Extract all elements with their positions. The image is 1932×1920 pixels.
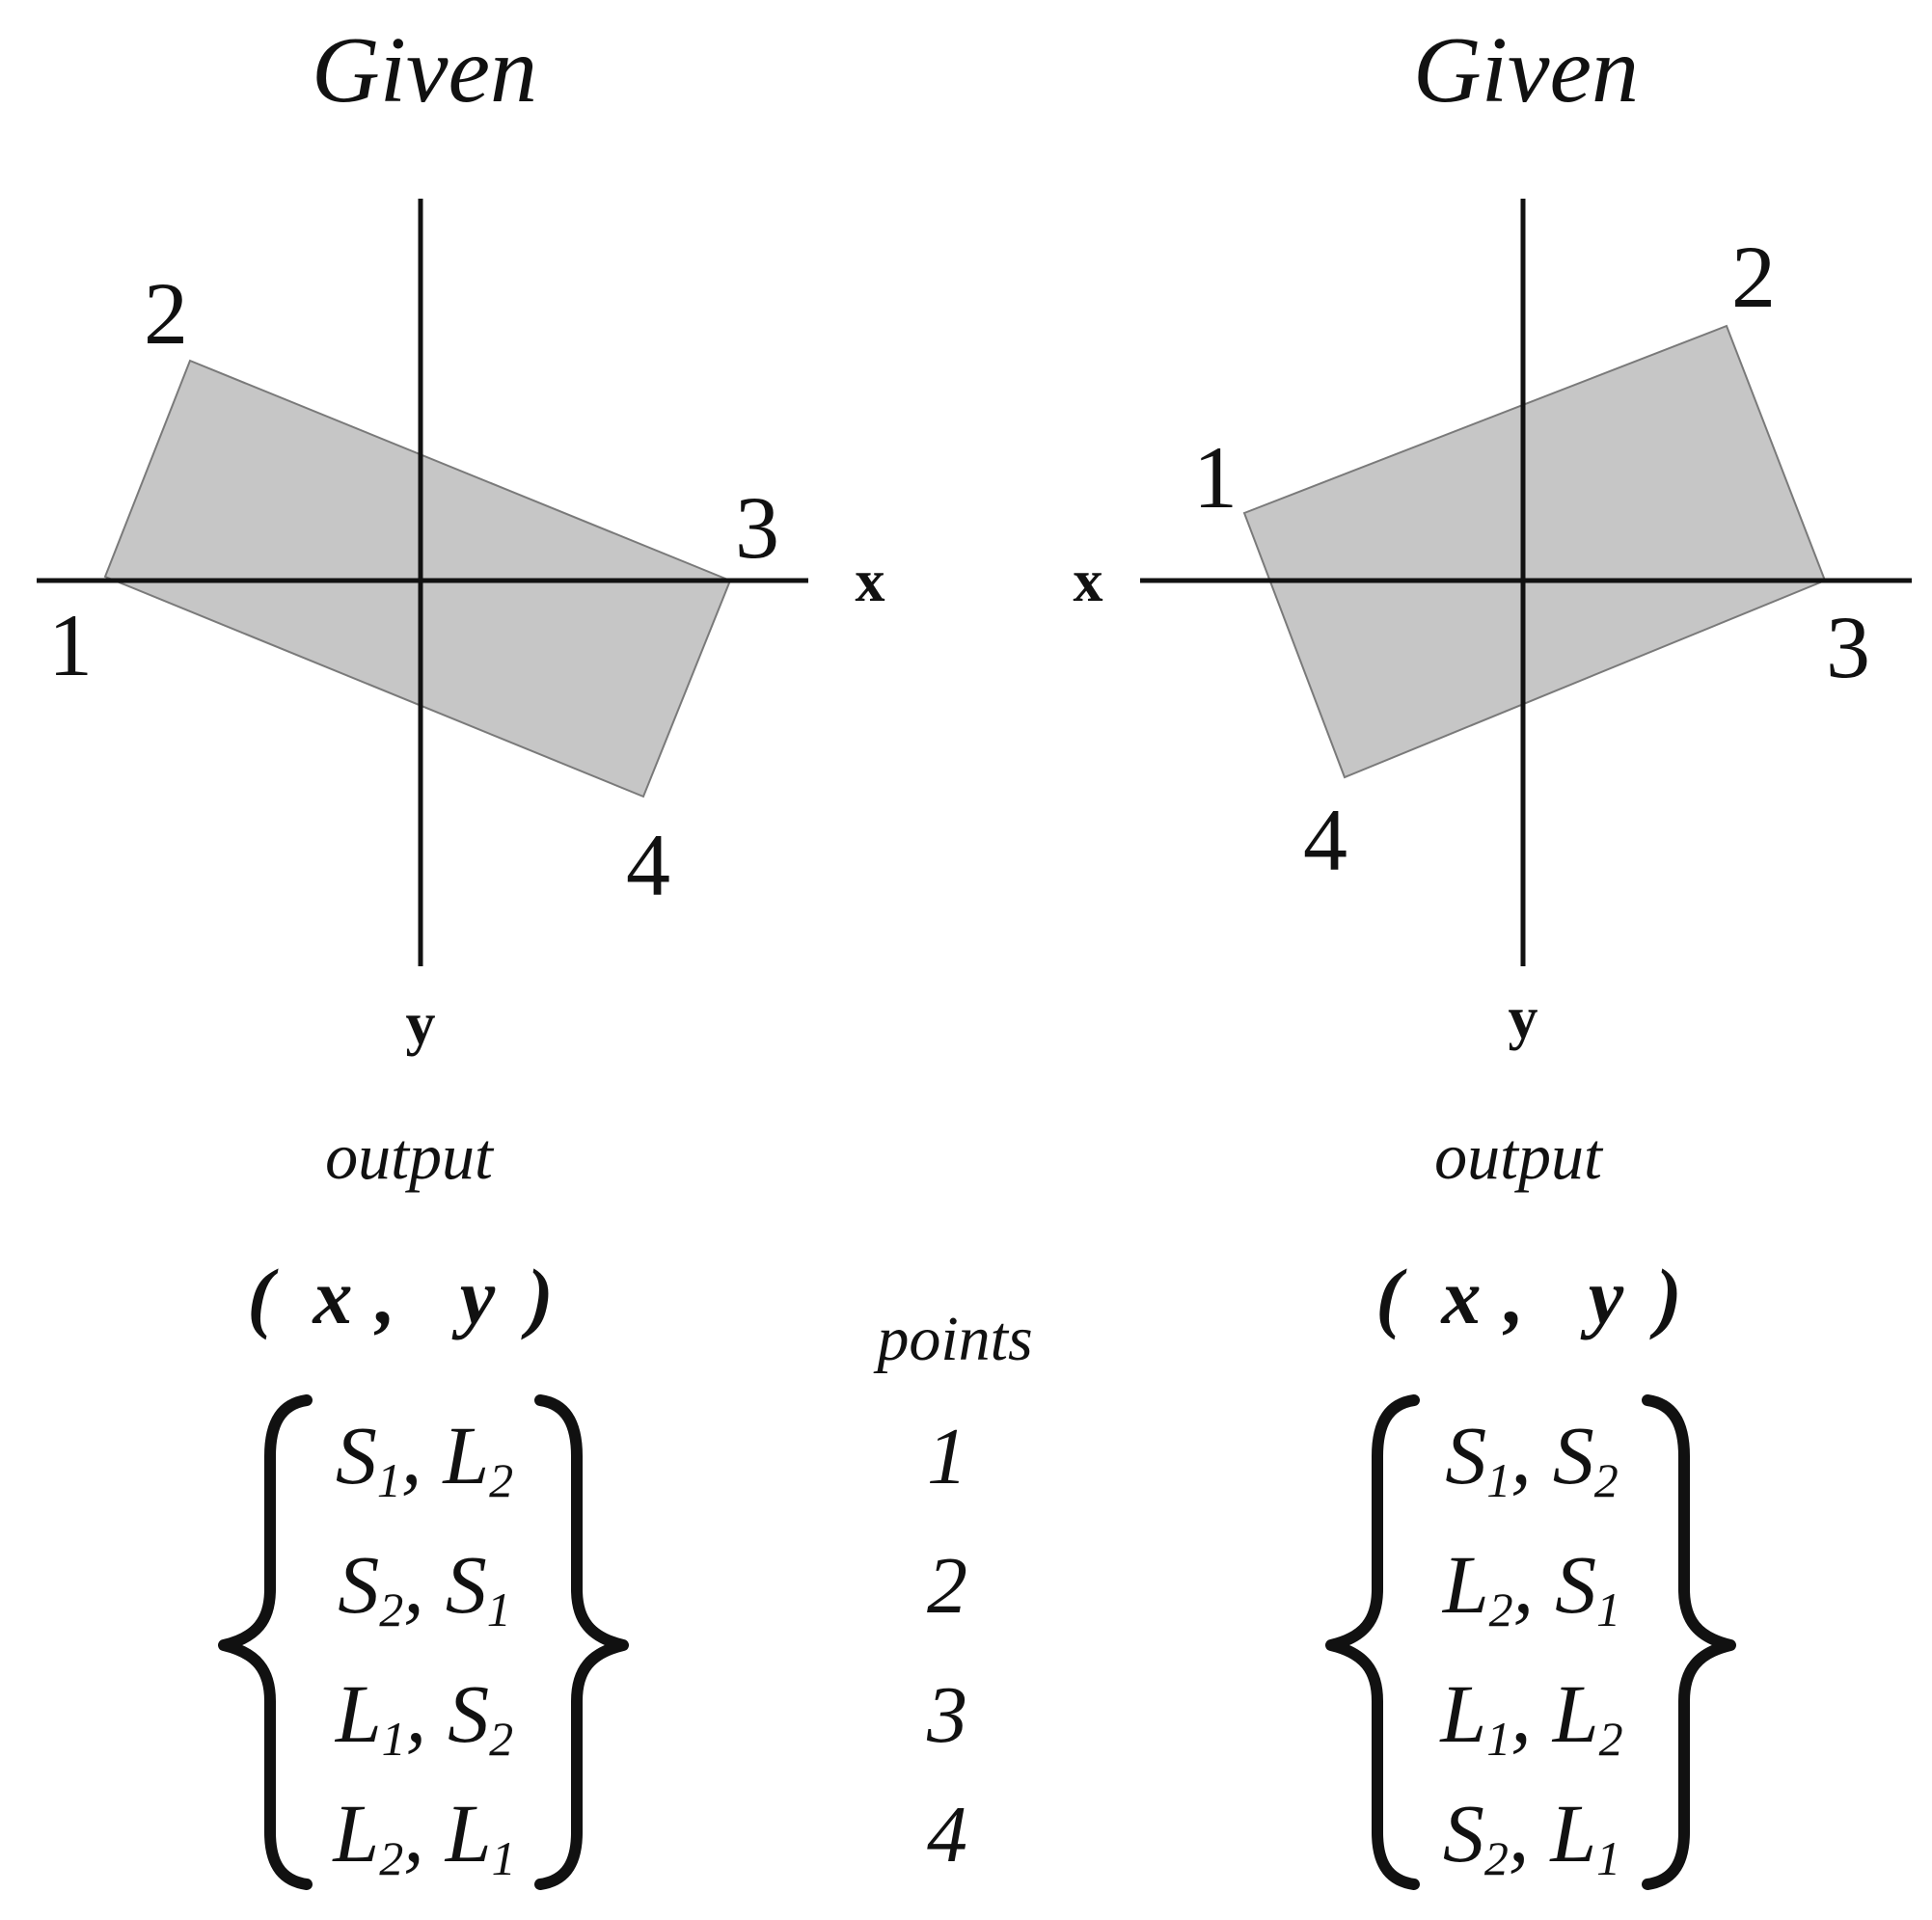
right-coord-close-paren: ) (1648, 1253, 1681, 1340)
left-x-axis-label: x (856, 549, 885, 614)
left-panel-title: Given (312, 18, 537, 122)
left-output-label: output (325, 1120, 495, 1193)
right-close-brace (1642, 1394, 1736, 1890)
left-open-brace (218, 1394, 313, 1890)
left-close-brace (534, 1394, 629, 1890)
right-coord-y: y (1580, 1253, 1624, 1340)
point-number-3: 3 (926, 1670, 967, 1760)
left-entry-1: S1,L2 (336, 1409, 513, 1507)
right-vertex-label-1: 1 (1193, 428, 1238, 527)
right-vertex-label-4: 4 (1303, 791, 1347, 889)
right-coord-comma: , (1503, 1253, 1525, 1340)
right-entry-4: S2,L1 (1443, 1787, 1620, 1885)
left-vertex-label-2: 2 (144, 264, 188, 363)
left-vertex-label-3: 3 (735, 478, 779, 577)
point-number-1: 1 (927, 1412, 967, 1501)
right-entry-3: L1,L2 (1438, 1667, 1622, 1766)
left-entry-3: L1,S2 (334, 1667, 513, 1766)
points-label: points (873, 1304, 1032, 1374)
right-vertex-label-3: 3 (1826, 598, 1870, 696)
left-entry-4: L2,L1 (331, 1787, 515, 1885)
right-output-label: output (1434, 1120, 1604, 1193)
left-coord-close-paren: ) (520, 1253, 553, 1340)
left-panel: Given x y 1 2 3 4 output ( x , y ) S1,L2… (37, 18, 885, 1890)
left-entry-list: S1,L2 S2,S1 L1,S2 L2,L1 (331, 1409, 515, 1885)
right-coord-header: ( x , y ) (1375, 1253, 1681, 1340)
right-rotated-rectangle (1242, 324, 1827, 779)
right-open-brace (1325, 1394, 1420, 1890)
right-entry-list: S1,S2 L2,S1 L1,L2 S2,L1 (1438, 1409, 1622, 1885)
right-panel: Given x y 1 2 3 4 output ( x , y ) S1,S2… (1074, 18, 1912, 1890)
right-entry-1: S1,S2 (1445, 1409, 1619, 1507)
right-coord-x: x (1441, 1253, 1482, 1340)
left-coord-open-paren: ( (247, 1253, 279, 1340)
left-y-axis-label: y (406, 991, 436, 1057)
point-number-4: 4 (927, 1790, 967, 1879)
left-vertex-label-1: 1 (48, 596, 93, 694)
right-coord-open-paren: ( (1375, 1253, 1407, 1340)
right-y-axis-label: y (1509, 986, 1538, 1051)
right-entry-2: L2,S1 (1441, 1538, 1620, 1636)
left-coord-x: x (313, 1253, 353, 1340)
left-entry-2: S2,S1 (338, 1538, 511, 1636)
right-vertex-label-2: 2 (1731, 228, 1776, 326)
points-column: points 1 2 3 4 (873, 1304, 1032, 1879)
left-coord-y: y (451, 1253, 496, 1340)
right-x-axis-label: x (1074, 549, 1103, 614)
left-coord-header: ( x , y ) (247, 1253, 553, 1340)
left-coord-comma: , (374, 1253, 396, 1340)
point-number-2: 2 (927, 1541, 967, 1631)
left-vertex-label-4: 4 (626, 816, 670, 914)
right-panel-title: Given (1413, 18, 1639, 122)
